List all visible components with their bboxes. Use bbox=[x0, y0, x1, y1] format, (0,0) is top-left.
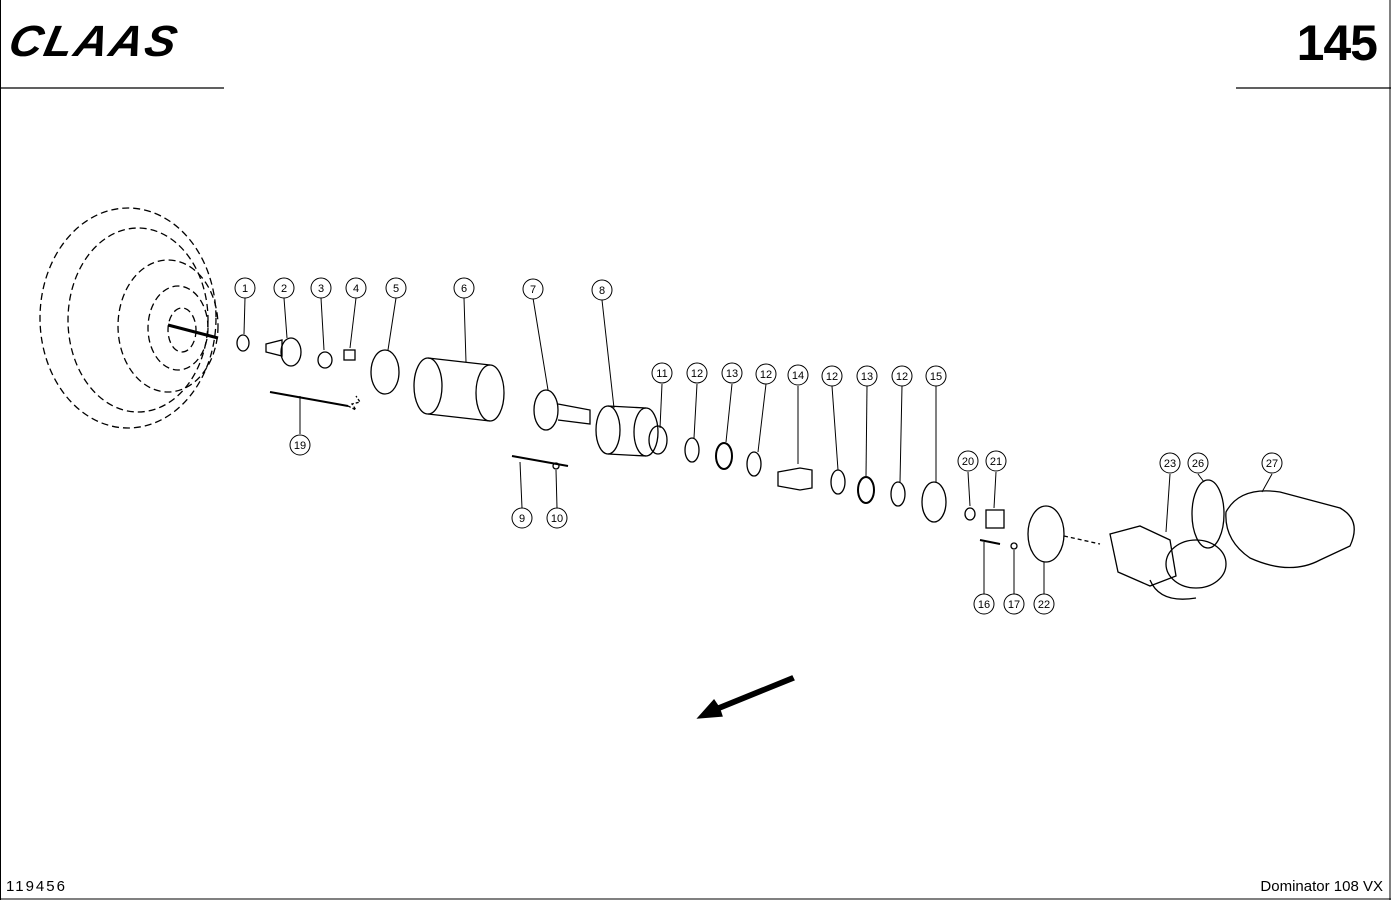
callout-13b bbox=[856, 365, 878, 387]
callout-10 bbox=[546, 507, 568, 529]
callout-17 bbox=[1003, 593, 1025, 615]
callout-label-12b: 12 bbox=[760, 369, 772, 381]
callout-label-13a: 13 bbox=[726, 368, 738, 380]
callout-26 bbox=[1187, 452, 1209, 474]
callout-15 bbox=[925, 365, 947, 387]
callout-9 bbox=[511, 507, 533, 529]
callout-label-15: 15 bbox=[930, 371, 942, 383]
callout-label-22: 22 bbox=[1038, 599, 1050, 611]
callout-1 bbox=[234, 277, 256, 299]
callout-label-12d: 12 bbox=[896, 371, 908, 383]
callout-label-11: 11 bbox=[656, 368, 667, 380]
callout-12c bbox=[821, 365, 843, 387]
callout-4 bbox=[345, 277, 367, 299]
callout-label-3: 3 bbox=[318, 283, 324, 295]
callout-2 bbox=[273, 277, 295, 299]
callout-14 bbox=[787, 364, 809, 386]
callout-12b bbox=[755, 363, 777, 385]
callout-7 bbox=[522, 278, 544, 300]
callout-label-12a: 12 bbox=[691, 368, 703, 380]
callout-label-23: 23 bbox=[1164, 458, 1176, 470]
callout-label-26: 26 bbox=[1192, 458, 1204, 470]
callout-label-8: 8 bbox=[599, 285, 605, 297]
callout-21 bbox=[985, 450, 1007, 472]
callout-label-16: 16 bbox=[978, 599, 990, 611]
callout-22 bbox=[1033, 593, 1055, 615]
callout-label-27: 27 bbox=[1266, 458, 1278, 470]
callout-20 bbox=[957, 450, 979, 472]
callout-23 bbox=[1159, 452, 1181, 474]
page-number: 145 bbox=[1296, 15, 1378, 71]
callout-label-12c: 12 bbox=[826, 371, 838, 383]
callout-label-4: 4 bbox=[353, 283, 359, 295]
callout-27 bbox=[1261, 452, 1283, 474]
callout-6 bbox=[453, 277, 475, 299]
callout-16 bbox=[973, 593, 995, 615]
callout-label-17: 17 bbox=[1008, 599, 1020, 611]
callout-12d bbox=[891, 365, 913, 387]
model-name: Dominator 108 VX bbox=[1260, 878, 1383, 895]
callout-8 bbox=[591, 279, 613, 301]
callout-label-10: 10 bbox=[551, 513, 563, 525]
callout-label-19: 19 bbox=[294, 440, 306, 452]
reference-number: 119456 bbox=[6, 878, 67, 895]
callout-19 bbox=[289, 434, 311, 456]
callout-label-13b: 13 bbox=[861, 371, 873, 383]
callout-label-1: 1 bbox=[242, 283, 248, 295]
callout-label-6: 6 bbox=[461, 283, 467, 295]
callout-label-2: 2 bbox=[281, 283, 287, 295]
callout-label-20: 20 bbox=[962, 456, 974, 468]
callout-3 bbox=[310, 277, 332, 299]
callout-12a bbox=[686, 362, 708, 384]
callout-label-9: 9 bbox=[519, 513, 525, 525]
direction-arrow bbox=[696, 675, 795, 719]
callout-label-7: 7 bbox=[530, 284, 536, 296]
callout-11 bbox=[651, 362, 673, 384]
callout-13a bbox=[721, 362, 743, 384]
callout-label-21: 21 bbox=[990, 456, 1002, 468]
flywheel-drawing bbox=[39, 207, 219, 429]
callout-label-14: 14 bbox=[792, 370, 804, 382]
callout-5 bbox=[385, 277, 407, 299]
callout-label-5: 5 bbox=[393, 283, 399, 295]
